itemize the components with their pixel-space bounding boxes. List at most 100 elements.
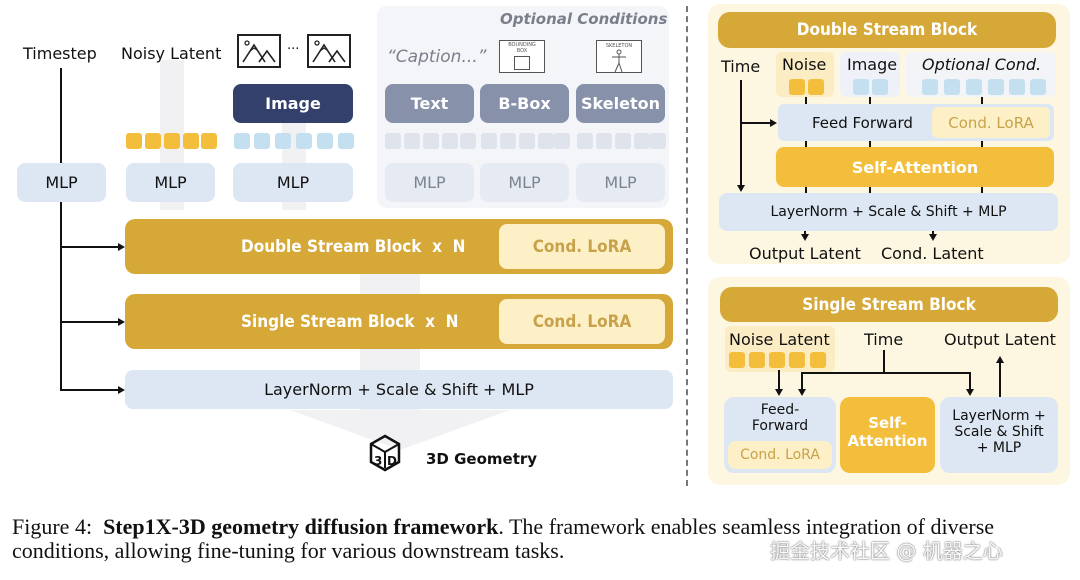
time-to-ff-line (740, 122, 770, 124)
bbox-encoder-button: B-Box (480, 84, 569, 123)
token (853, 79, 869, 95)
final-layer-block: LayerNorm + Scale & Shift + MLP (125, 370, 673, 409)
noise-group-bg (776, 52, 834, 97)
token (317, 133, 333, 149)
arrow-down-icon (775, 389, 783, 396)
double-stream-title: Double Stream Block (718, 12, 1056, 48)
arrow-down-icon (966, 389, 974, 396)
connector (981, 97, 983, 105)
feed-forward-label-2: Forward (751, 418, 809, 434)
token (164, 133, 180, 149)
stick-figure-glyph (612, 49, 626, 73)
token (338, 133, 354, 149)
token (872, 79, 888, 95)
optional-conditions-title: Optional Conditions (500, 10, 668, 28)
noise-latent-label: Noise Latent (729, 330, 830, 349)
image-thumbnail-icon (307, 34, 351, 68)
single-stream-lora: Cond. LoRA (499, 299, 665, 344)
single-self-attention-block: Self- Attention (840, 397, 935, 473)
arrow-down-icon (929, 234, 937, 241)
token (554, 133, 570, 149)
self-attention-label-1: Self- (868, 414, 907, 432)
arrow-right-icon (118, 318, 125, 326)
figure-caption: Figure 4: Step1X-3D geometry diffusion f… (12, 515, 1072, 563)
feed-forward-lora: Cond. LoRA (932, 107, 1050, 138)
token (126, 133, 142, 149)
single-stream-block: Single Stream Block x N Cond. LoRA (125, 294, 673, 349)
token (538, 133, 554, 149)
token (234, 133, 250, 149)
image-ellipsis: ··· (287, 42, 300, 57)
arrow-right-icon (118, 386, 125, 394)
optional-cond-label: Optional Cond. (922, 55, 1042, 74)
timestep-label: Timestep (23, 44, 97, 63)
caption-body: . The framework enables seamless integra… (12, 514, 995, 563)
noise-to-ff-line (778, 370, 780, 389)
noisy-latent-mlp: MLP (126, 163, 215, 202)
connector (869, 141, 871, 147)
token (577, 133, 593, 149)
token (404, 133, 420, 149)
token (634, 133, 650, 149)
image-thumbnail-icon (237, 34, 281, 68)
feed-forward-label: Feed Forward (812, 114, 913, 132)
token (749, 352, 765, 368)
self-attention-block: Self-Attention (776, 147, 1054, 187)
timestep-line (60, 68, 62, 163)
arrow-up-icon (996, 356, 1004, 363)
single-stream-title: Single Stream Block (720, 287, 1058, 322)
time-label: Time (864, 330, 904, 349)
double-final-layer: LayerNorm + Scale & Shift + MLP (719, 193, 1058, 231)
token (254, 133, 270, 149)
token (789, 352, 805, 368)
connector (805, 97, 807, 105)
arrow-down-icon (801, 234, 809, 241)
caption-title: Step1X-3D geometry diffusion framework (103, 514, 499, 539)
bbox-rect-glyph (514, 56, 530, 70)
skeleton-encoder-button: Skeleton (576, 84, 665, 123)
image-group-bg (840, 52, 900, 97)
feed-forward-label-1: Feed- (760, 402, 800, 418)
token (944, 79, 960, 95)
token (183, 133, 199, 149)
text-encoder-button: Text (385, 84, 474, 123)
svg-text:D: D (387, 454, 397, 468)
final-to-output-line (999, 362, 1001, 397)
connector (869, 97, 871, 105)
token (1030, 79, 1046, 95)
time-line (883, 350, 885, 372)
time-label: Time (721, 57, 761, 76)
arrow-right-icon (118, 243, 125, 251)
connector (981, 141, 983, 147)
single-ff-lora: Cond. LoRA (728, 441, 832, 469)
branch-to-double (60, 246, 118, 248)
arrow-right-icon (770, 119, 777, 127)
token (500, 133, 516, 149)
caption-input-text: “Caption...” (387, 47, 487, 67)
token (519, 133, 535, 149)
text-mlp: MLP (385, 163, 474, 202)
cond-connector (932, 231, 934, 236)
token (460, 133, 476, 149)
connector (869, 187, 871, 193)
skeleton-icon: SKELETON (596, 40, 642, 73)
token (296, 133, 312, 149)
token (808, 79, 824, 95)
token (615, 133, 631, 149)
single-stream-label: Single Stream Block x N (241, 311, 459, 332)
connector (981, 187, 983, 193)
image-mlp: MLP (233, 163, 353, 202)
skeleton-icon-label: SKELETON (605, 43, 633, 49)
branch-to-single (60, 321, 118, 323)
token (810, 352, 826, 368)
token (145, 133, 161, 149)
bounding-box-icon: BOUNDING BOX (499, 40, 545, 73)
arrow-down-icon (737, 185, 745, 192)
output-latent-label: Output Latent (749, 244, 861, 263)
bounding-box-icon-label: BOUNDING BOX (508, 42, 536, 54)
output-3d-geometry-label: 3D Geometry (426, 450, 538, 468)
time-branch-line (801, 372, 971, 374)
token (1009, 79, 1025, 95)
time-line (740, 80, 742, 186)
